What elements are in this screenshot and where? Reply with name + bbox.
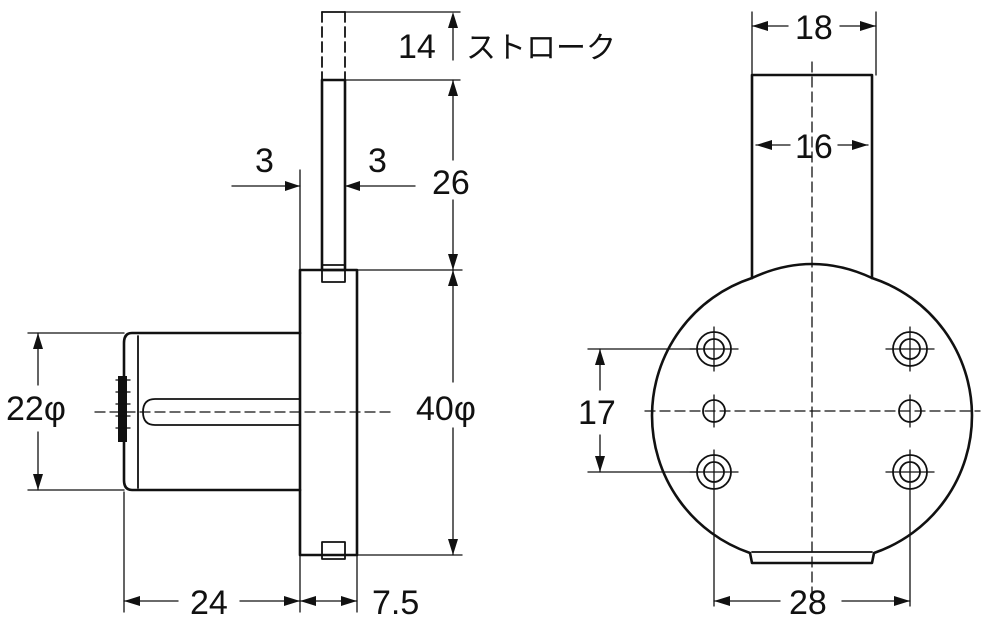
hole-bottom-left: [689, 449, 739, 607]
hole-mid-left: [702, 394, 726, 428]
hole-top-right: [885, 326, 935, 372]
dim-cylinder-diameter: 22φ: [6, 332, 125, 491]
dim-hole-pitch-vertical: 17: [578, 348, 701, 473]
dim-arm-width-right: 3: [368, 142, 387, 180]
dim-stroke-label: ストローク: [466, 31, 616, 66]
dim-flange-diameter-value: 40φ: [416, 390, 476, 428]
dim-arm-outer-width: 18: [751, 9, 877, 76]
dim-arm-width-left: 3: [255, 142, 274, 180]
dim-arm-inner-width: 16: [755, 128, 869, 166]
dim-flange-thickness-value: 7.5: [372, 584, 419, 622]
dim-hole-pitch-horizontal-value: 28: [789, 584, 827, 622]
dim-stroke: 14 ストローク: [344, 11, 616, 81]
arm-stroke-extension: [321, 11, 346, 81]
cam-arm: [320, 78, 347, 272]
dim-hole-pitch-horizontal: 28: [713, 584, 911, 622]
dim-flange-diameter: 40φ: [356, 269, 476, 556]
dim-arm-length: 26: [356, 79, 470, 271]
dim-body-length: 24 7.5: [123, 491, 419, 622]
dim-body-length-value: 24: [190, 584, 228, 622]
dim-arm-width: 3 3: [231, 142, 416, 271]
hole-bottom-right: [885, 449, 935, 607]
dim-arm-inner-width-value: 16: [795, 128, 833, 166]
front-view: 18 16 17 28: [578, 9, 981, 622]
side-view: 14 ストローク 26 40φ: [6, 11, 616, 622]
dim-hole-pitch-vertical-value: 17: [578, 394, 616, 432]
dim-arm-outer-width-value: 18: [795, 9, 833, 47]
dim-stroke-value: 14: [398, 28, 436, 66]
hole-mid-right: [898, 394, 922, 428]
dim-arm-length-value: 26: [432, 164, 470, 202]
dim-cylinder-diameter-value: 22φ: [6, 390, 66, 428]
